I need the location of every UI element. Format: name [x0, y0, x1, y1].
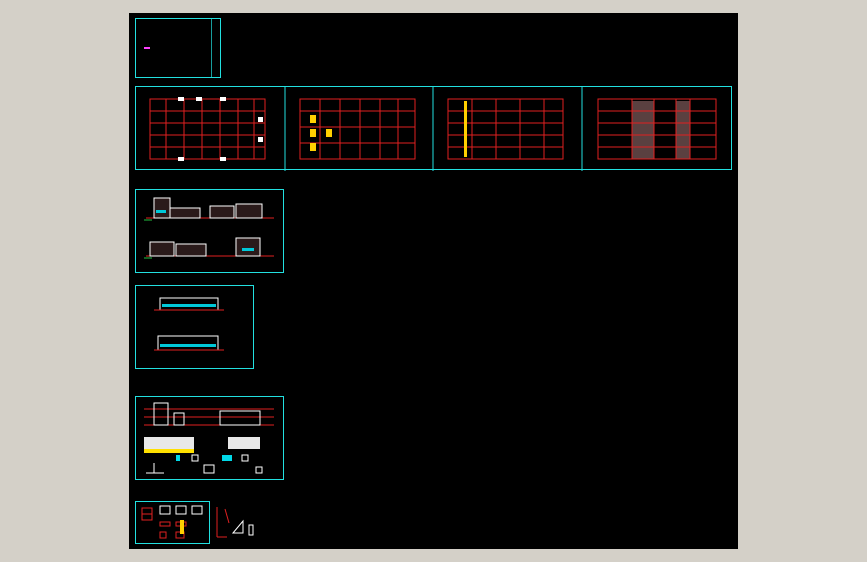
sheet-title[interactable] — [135, 18, 221, 78]
floor-plan-1 — [149, 98, 266, 160]
section-details-drawing — [144, 402, 274, 474]
elevations-drawing — [144, 197, 274, 259]
magenta-mark — [144, 47, 150, 49]
floor-plan-2 — [299, 98, 416, 160]
plan-row-drawing — [149, 87, 717, 171]
sheet-section-details[interactable] — [135, 396, 284, 480]
details-drawing — [141, 505, 203, 539]
sheet-elevations-2[interactable] — [135, 285, 254, 369]
cad-drawing-canvas[interactable] — [129, 13, 738, 549]
sheet-elevations-1[interactable] — [135, 189, 284, 273]
elevations-2-drawing — [154, 297, 224, 351]
floor-plan-3 — [447, 98, 564, 160]
sheet-details[interactable] — [135, 501, 210, 544]
loose-details — [216, 507, 254, 538]
sheet-plan-row[interactable] — [135, 86, 732, 171]
sheet-divider — [284, 87, 583, 171]
roof-plan — [597, 98, 717, 160]
